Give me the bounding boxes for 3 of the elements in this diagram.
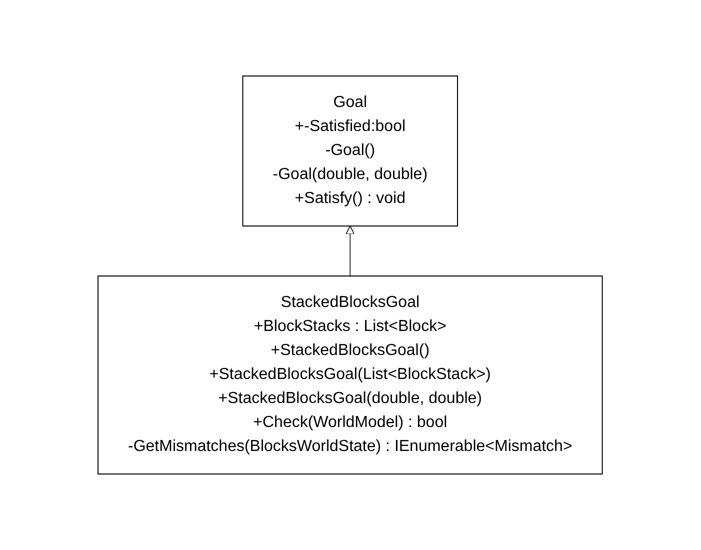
node-box: StackedBlocksGoal +BlockStacks : List<Block> +StackedBlocksGoal() +StackedBlocksGoal(List<BlockStack>) +StackedBlocksGoal(double, double) +Check(WorldModel) : bool -GetMismatches(BlocksWorldState) : IEnumerable<Mismatch>: [98, 276, 604, 474]
node-box: Goal +-Satisfied:bool -Goal() -Goal(double, double) +Satisfy() : void: [242, 76, 458, 226]
arrow: [346, 226, 355, 276]
